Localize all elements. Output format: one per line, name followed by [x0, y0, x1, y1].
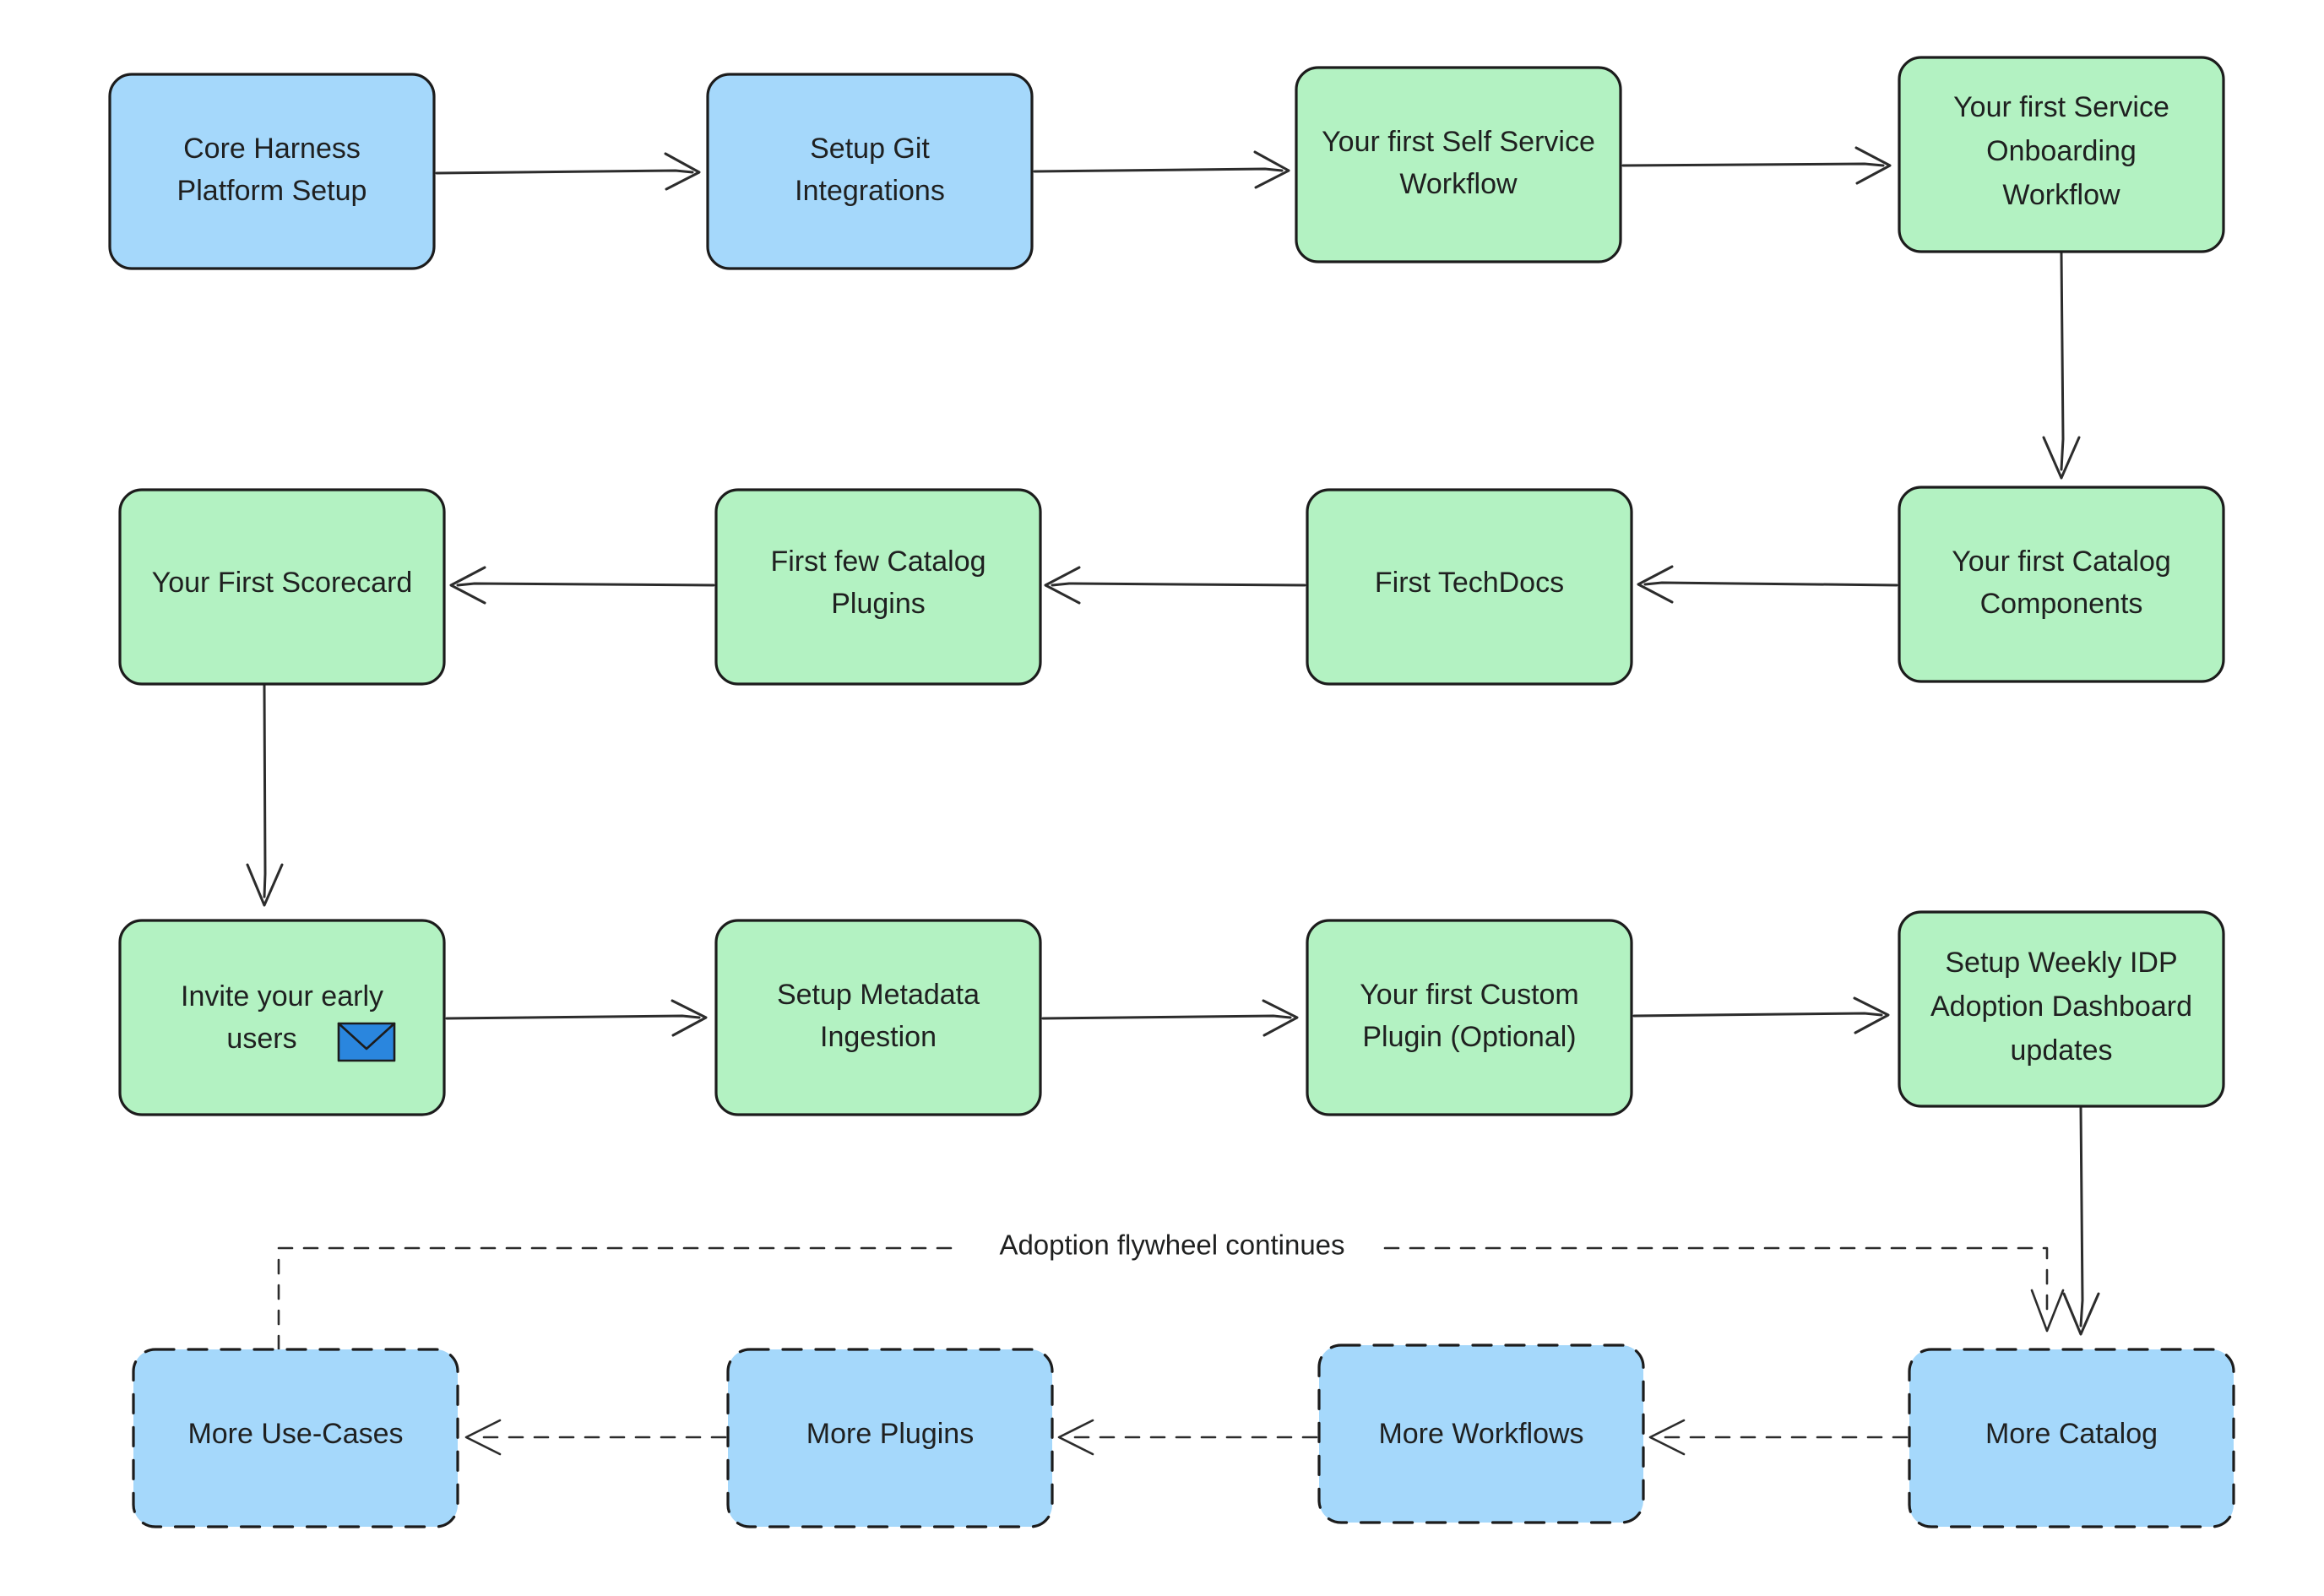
- node-shape[interactable]: [118, 488, 446, 686]
- node-more-plugins[interactable]: More Plugins: [726, 1348, 1054, 1528]
- edge-more-catalog-to-more-workflows: [1648, 1419, 1909, 1456]
- node-label-line: More Catalog: [1985, 1418, 2158, 1450]
- edge-metadata-ingestion-to-custom-plugin: [1041, 999, 1299, 1037]
- node-your-first-custom-plugin[interactable]: Your first Custom Plugin (Optional): [1306, 919, 1633, 1116]
- edge-service-onboarding-to-catalog-components: [2042, 252, 2081, 480]
- node-layer: Core Harness Platform Setup Setup Git In…: [108, 56, 2235, 1528]
- node-your-first-service-onboarding-workflow[interactable]: Your first Service Onboarding Workflow: [1898, 56, 2225, 253]
- edge-more-plugins-to-more-use-cases: [464, 1419, 727, 1456]
- node-label-line: users: [226, 1023, 296, 1055]
- edge-invite-users-to-metadata-ingestion: [445, 999, 708, 1037]
- node-label-line: Your first Service: [1953, 91, 2169, 123]
- node-label-line: Integrations: [795, 175, 945, 207]
- edge-flywheel-loop: [277, 1246, 2065, 1351]
- node-first-few-catalog-plugins[interactable]: First few Catalog Plugins: [714, 488, 1042, 686]
- envelope-icon: [337, 1022, 396, 1062]
- node-label-line: Plugins: [831, 588, 926, 620]
- node-label-line: Core Harness: [183, 133, 361, 165]
- node-your-first-catalog-components[interactable]: Your first Catalog Components: [1898, 486, 2225, 683]
- node-core-harness-platform-setup[interactable]: Core Harness Platform Setup: [108, 73, 436, 270]
- node-label-line: Setup Weekly IDP: [1945, 947, 2177, 979]
- edge-catalog-plugins-to-first-scorecard: [449, 566, 715, 605]
- node-shape[interactable]: [1908, 1348, 2235, 1528]
- node-shape[interactable]: [726, 1348, 1054, 1528]
- edge-more-workflows-to-more-plugins: [1057, 1419, 1318, 1456]
- node-label-line: More Workflows: [1378, 1418, 1583, 1450]
- node-more-catalog[interactable]: More Catalog: [1908, 1348, 2235, 1528]
- node-label-line: Components: [1980, 588, 2143, 620]
- node-label-line: Adoption Dashboard: [1930, 991, 2192, 1023]
- node-label-line: Your First Scorecard: [152, 567, 413, 599]
- node-shape[interactable]: [714, 488, 1042, 686]
- node-shape[interactable]: [118, 919, 446, 1116]
- node-label-line: More Use-Cases: [187, 1418, 403, 1450]
- node-label-line: Workflow: [1399, 168, 1518, 200]
- node-label-line: More Plugins: [806, 1418, 974, 1450]
- edge-custom-plugin-to-weekly-dashboard: [1632, 996, 1890, 1034]
- node-shape[interactable]: [714, 919, 1042, 1116]
- node-first-techdocs[interactable]: First TechDocs: [1306, 488, 1633, 686]
- node-shape[interactable]: [706, 73, 1034, 270]
- node-shape[interactable]: [1317, 1344, 1645, 1524]
- node-your-first-self-service-workflow[interactable]: Your first Self Service Workflow: [1295, 66, 1622, 263]
- node-label-line: Your first Self Service: [1322, 126, 1595, 158]
- node-invite-your-early-users[interactable]: Invite your early users: [118, 919, 446, 1116]
- edge-core-harness-to-setup-git: [435, 152, 701, 191]
- node-setup-git-integrations[interactable]: Setup Git Integrations: [706, 73, 1034, 270]
- node-shape[interactable]: [1306, 488, 1633, 686]
- node-shape[interactable]: [108, 73, 436, 270]
- node-shape[interactable]: [1898, 910, 2225, 1108]
- node-setup-metadata-ingestion[interactable]: Setup Metadata Ingestion: [714, 919, 1042, 1116]
- edge-catalog-components-to-first-techdocs: [1637, 565, 1898, 604]
- edge-setup-git-to-self-service: [1033, 150, 1290, 189]
- node-label-line: Ingestion: [820, 1021, 937, 1053]
- node-label-line: First few Catalog: [770, 546, 986, 578]
- node-label-line: Setup Metadata: [777, 979, 980, 1011]
- node-label-line: Your first Custom: [1360, 979, 1579, 1011]
- node-label-line: Invite your early: [181, 980, 383, 1012]
- node-label-line: Plugin (Optional): [1362, 1021, 1576, 1053]
- node-label-line: Platform Setup: [177, 175, 367, 207]
- edge-label-layer: Adoption flywheel continues: [999, 1230, 1344, 1261]
- node-your-first-scorecard[interactable]: Your First Scorecard: [118, 488, 446, 686]
- edge-first-scorecard-to-invite-users: [246, 684, 284, 907]
- edge-label-flywheel: Adoption flywheel continues: [999, 1230, 1344, 1261]
- node-label-line: updates: [2011, 1034, 2113, 1067]
- node-shape[interactable]: [1898, 486, 2225, 683]
- node-shape[interactable]: [1898, 56, 2225, 253]
- node-more-use-cases[interactable]: More Use-Cases: [132, 1348, 459, 1528]
- edge-layer: [246, 146, 2100, 1456]
- node-more-workflows[interactable]: More Workflows: [1317, 1344, 1645, 1524]
- node-label-line: First TechDocs: [1375, 567, 1564, 599]
- node-shape[interactable]: [1306, 919, 1633, 1116]
- node-label-line: Setup Git: [810, 133, 930, 165]
- edge-self-service-to-service-onboarding: [1621, 146, 1892, 185]
- node-label-line: Onboarding: [1986, 135, 2137, 167]
- node-label-line: Your first Catalog: [1952, 546, 2171, 578]
- node-setup-weekly-idp-adoption-dashboard-updates[interactable]: Setup Weekly IDP Adoption Dashboard upda…: [1898, 910, 2225, 1108]
- node-label-line: Workflow: [2002, 179, 2120, 211]
- node-shape[interactable]: [132, 1348, 459, 1528]
- node-shape[interactable]: [1295, 66, 1622, 263]
- edge-weekly-dashboard-to-more-catalog: [2062, 1106, 2100, 1336]
- edge-first-techdocs-to-catalog-plugins: [1044, 566, 1306, 605]
